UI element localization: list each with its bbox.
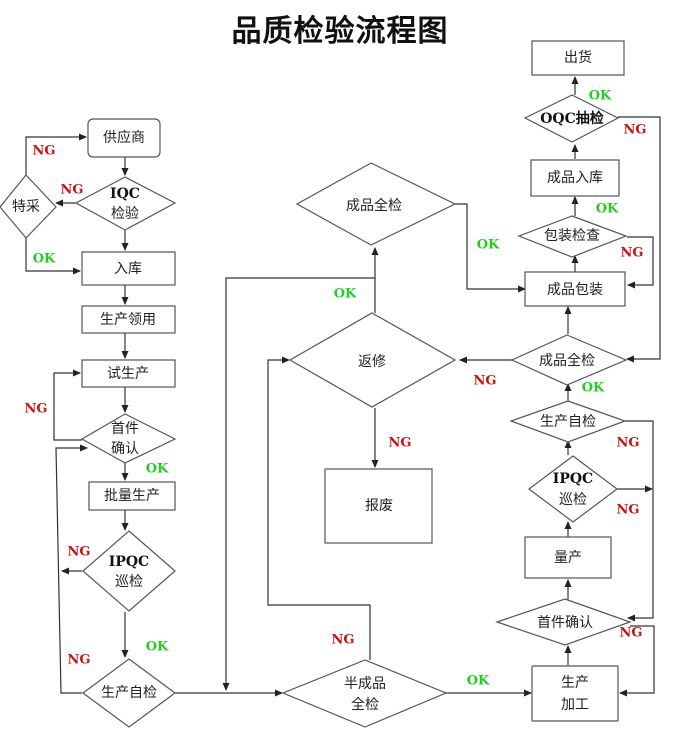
node-label: 首件 [111,421,139,437]
node-label: IPQC [553,471,593,487]
node-label: 检验 [111,206,139,222]
connector [55,444,88,694]
node-label: 生产 [561,675,589,691]
ok-label: OK [33,252,56,267]
node-label: 确认 [111,441,139,457]
ng-label: NG [389,436,412,451]
ng-label: NG [68,545,91,560]
node-label: 加工 [561,697,589,713]
node-first-article-left: 首件 确认 [80,413,177,464]
node-label: 包装检查 [544,228,600,244]
node-process: 生产 加工 [531,665,619,722]
node-label: 首件确认 [537,615,593,631]
node-label: IPQC [109,554,149,570]
node-special-purchase: 特采 [0,174,57,239]
node-ipqc-left: IPQC 巡检 [82,530,176,612]
node-label: 成品全检 [346,197,402,214]
node-label: 生产领用 [100,312,156,328]
node-package-check: 包装检查 [517,215,628,258]
ok-label: OK [596,202,619,217]
node-label: 批量生产 [104,488,160,504]
node-label: 半成品 [344,676,386,692]
node-label: 成品入库 [547,170,603,186]
node-label: 量产 [554,550,582,566]
connector [618,116,661,363]
node-label: 生产自检 [101,685,157,701]
ok-label: OK [467,674,490,689]
connectors [25,76,661,697]
node-ship: 出货 [531,40,625,76]
node-semi-finished-check: 半成品 全检 [281,659,448,728]
node-label: 入库 [114,261,142,277]
node-self-check-right: 生产自检 [509,400,627,443]
node-mass-production: 批量生产 [88,481,176,511]
ng-label: NG [624,123,647,138]
ok-label: OK [146,462,169,477]
node-finished-in: 成品入库 [530,159,620,197]
node-self-check-left: 生产自检 [81,658,177,728]
node-supplier: 供应商 [87,118,161,158]
node-label: 成品全检 [539,352,595,369]
ng-label: NG [25,402,48,417]
connector [267,356,371,660]
ok-label: OK [334,287,357,302]
node-label: IQC [110,186,140,202]
ng-label: NG [474,374,497,389]
node-finished-check-mid: 成品全检 [295,162,457,246]
ng-label: NG [332,633,355,648]
node-label: 供应商 [103,129,145,146]
ok-label: OK [582,381,605,396]
node-label: 试生产 [107,366,149,382]
node-packaging: 成品包装 [524,271,626,307]
ng-label: NG [620,626,643,641]
connector [627,236,654,289]
node-finished-check-right: 成品全检 [510,334,628,386]
node-label: 全检 [351,696,379,713]
connector [619,625,655,697]
connector [25,133,87,175]
ng-label: NG [33,144,56,159]
node-label: 报废 [365,498,393,514]
connector [25,233,81,275]
ng-label: NG [61,183,84,198]
connector [455,203,526,293]
node-label: 出货 [564,49,592,66]
node-trial-production: 试生产 [81,359,176,388]
node-label: 返修 [358,354,386,370]
ng-label: NG [617,503,640,518]
connector [53,369,82,441]
node-label: 巡检 [115,574,143,590]
node-label: 生产自检 [540,414,596,430]
node-label: 成品包装 [547,282,603,298]
node-first-article-right: 首件确认 [495,598,632,646]
connector [222,277,375,691]
node-volume-production: 量产 [524,536,612,579]
ok-label: OK [589,89,612,104]
node-rework: 返修 [288,312,457,408]
node-warehouse-in: 入库 [81,251,176,286]
node-oqc: OQC抽检 [523,94,620,143]
ng-label: NG [621,246,644,261]
node-label: 巡检 [559,492,587,508]
node-ipqc-right: IPQC 巡检 [528,455,618,523]
ng-label: NG [617,436,640,451]
ok-label: OK [477,238,500,253]
ng-label: NG [68,653,91,668]
page-title: 品质检验流程图 [231,14,449,49]
connector [625,420,654,622]
result-labels: NG NG OK NG OK NG OK NG OK OK NG NG NG O… [25,89,647,689]
node-label: 特采 [12,199,40,215]
node-label: OQC抽检 [540,110,604,127]
node-iqc-check: IQC 检验 [74,176,177,231]
node-production-pick: 生产领用 [81,305,176,334]
node-scrap: 报废 [324,468,433,544]
ok-label: OK [146,640,169,655]
